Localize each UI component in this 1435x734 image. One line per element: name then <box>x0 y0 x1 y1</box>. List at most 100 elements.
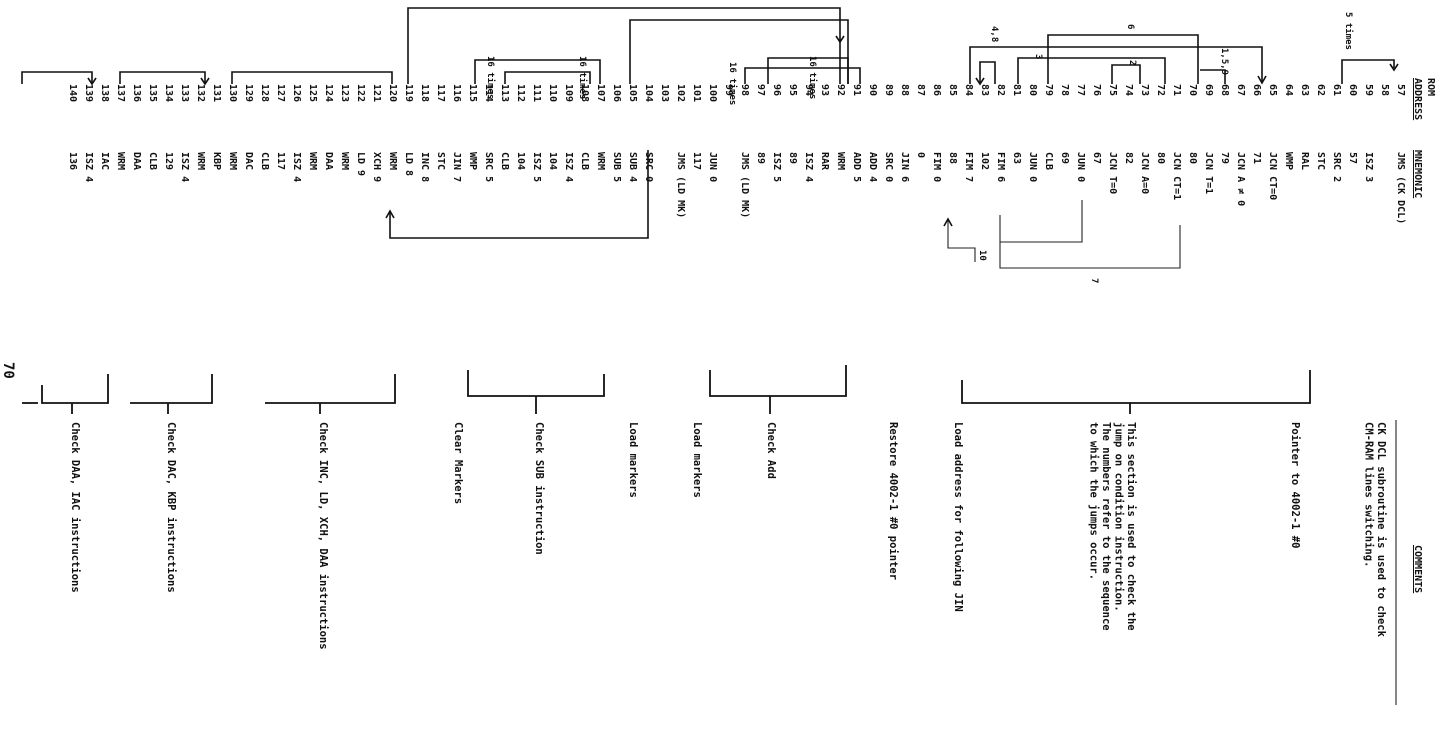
mnemonic: 117 <box>275 152 286 170</box>
mnemonic: SUB 4 <box>627 152 638 182</box>
mnemonic: CLB <box>147 152 158 170</box>
arrowhead-136 <box>87 77 97 86</box>
mnemonic: CLB <box>259 152 270 170</box>
mnemonic: FIM 6 <box>995 152 1006 182</box>
rom-address: 105 <box>627 84 638 102</box>
arrowhead-88 <box>835 35 845 44</box>
mnemonic: JCN A ≠ 0 <box>1235 152 1246 206</box>
rom-address: 75 <box>1107 84 1118 96</box>
mnemonic: SRC 2 <box>1331 152 1342 182</box>
rom-header-line2: ADDRESS <box>1412 78 1423 120</box>
rom-address: 71 <box>1171 84 1182 96</box>
arrowhead-63 <box>1257 75 1267 85</box>
rom-address: 94 <box>803 84 814 96</box>
rom-address: 65 <box>1267 84 1278 96</box>
comment-line: CK DCL subroutine is used to check <box>1375 422 1387 638</box>
bracket-check-add <box>709 365 847 397</box>
jump-arrow-seq-2 <box>1111 64 1141 84</box>
rom-address: 99 <box>723 84 734 96</box>
jump-arrow-seq-4-8 <box>979 61 996 84</box>
rom-address: 129 <box>243 84 254 102</box>
jump-arrow-jin-7 <box>407 7 841 84</box>
rom-address: 95 <box>787 84 798 96</box>
mnemonic: 63 <box>1011 152 1022 164</box>
mnemonic: ISZ 4 <box>563 152 574 182</box>
sixteen-times-label-d: 16 times <box>485 56 496 99</box>
mnemonic: WMP <box>467 152 478 170</box>
mnemonic: JCN CT=1 <box>1171 152 1182 200</box>
rom-address: 57 <box>1395 84 1406 96</box>
rom-address: 106 <box>611 84 622 102</box>
loop-arrow-add-1 <box>744 67 861 84</box>
bracket-check-sub <box>467 370 605 397</box>
loop-arrow-isz-117 <box>231 71 393 84</box>
mnemonic: SRC 5 <box>483 152 494 182</box>
rom-address: 104 <box>643 84 654 102</box>
rom-address: 70 <box>1187 84 1198 96</box>
jump-arrow-seq-6 <box>1047 34 1199 84</box>
flow-annotations: 5 times 16 times 16 times 16 times 16 ti… <box>485 12 1354 283</box>
bracket-check-inc <box>265 374 396 404</box>
jump-arrow-seq-3 <box>1017 57 1166 84</box>
jump-arrow-seq-1-5-9 <box>1200 69 1226 84</box>
mnemonic: ISZ 5 <box>771 152 782 182</box>
mnemonic: WRM <box>115 152 126 170</box>
mnemonic: JMS (CK DCL) <box>1395 152 1406 224</box>
mnemonic: 79 <box>1219 152 1230 164</box>
arrowhead-117 <box>385 209 395 219</box>
page-number: 70 <box>0 362 16 379</box>
rom-address: 66 <box>1251 84 1262 96</box>
rom-address: 126 <box>291 84 302 102</box>
rom-address: 84 <box>963 84 974 96</box>
mnemonic: WRM <box>387 152 398 170</box>
mnemonic: XCH 9 <box>371 152 382 182</box>
mnemonic: INC 8 <box>419 152 430 182</box>
mnemonic: 117 <box>691 152 702 170</box>
mnemonic: ISZ 4 <box>803 152 814 182</box>
rom-address: 140 <box>67 84 78 102</box>
jump-arrow-jin-6 <box>629 19 849 84</box>
comments-column: CK DCL subroutine is used to checkCM-RAM… <box>69 422 1387 650</box>
rom-address: 61 <box>1331 84 1342 96</box>
rom-address: 128 <box>259 84 270 102</box>
mnemonic: 104 <box>547 152 558 170</box>
comment-line: Load markers <box>691 422 703 498</box>
mnemonic: 88 <box>947 152 958 164</box>
mnemonic: 104 <box>515 152 526 170</box>
sixteen-times-label-a: 16 times <box>807 56 818 99</box>
rom-address: 114 <box>483 84 494 102</box>
comment-line: Check SUB instruction <box>533 422 545 555</box>
rom-address: 78 <box>1059 84 1070 96</box>
mnemonic: LD 9 <box>355 152 366 176</box>
rom-address: 89 <box>883 84 894 96</box>
loop-arrow-add-2 <box>767 57 849 84</box>
rom-address: 102 <box>675 84 686 102</box>
mnemonic-header: MNEMONIC <box>1412 150 1423 198</box>
rom-address: 111 <box>531 84 542 102</box>
comment-line: Pointer to 4002-1 #0 <box>1289 422 1301 548</box>
comment-line: Check INC, LD, XCH, DAA instructions <box>317 422 329 650</box>
return-line-seq-10 <box>947 220 976 262</box>
rom-address: 72 <box>1155 84 1166 96</box>
mnemonic: IAC <box>99 152 110 170</box>
comment-line: This section is used to check the <box>1125 422 1137 631</box>
rom-address: 101 <box>691 84 702 102</box>
comment-line: jump on condition instruction. <box>1113 422 1125 612</box>
mnemonic: JUN 0 <box>707 152 718 182</box>
mnemonic: ADD 5 <box>851 152 862 182</box>
rom-address: 88 <box>899 84 910 96</box>
rom-address: 127 <box>275 84 286 102</box>
mnemonic: WRM <box>307 152 318 170</box>
mnemonic: CLB <box>499 152 510 170</box>
comment-line: Clear Markers <box>452 422 464 504</box>
rom-address: 136 <box>131 84 142 102</box>
mnemonic: WRM <box>339 152 350 170</box>
mnemonic: WMP <box>1283 152 1294 170</box>
rom-address: 91 <box>851 84 862 96</box>
sequence-10-label: 10 <box>977 250 987 261</box>
mnemonic: JCN CT=0 <box>1267 152 1278 200</box>
mnemonic: 0 <box>915 152 926 158</box>
rom-address: 82 <box>995 84 1006 96</box>
jump-arrow-jun-117 <box>389 150 649 239</box>
